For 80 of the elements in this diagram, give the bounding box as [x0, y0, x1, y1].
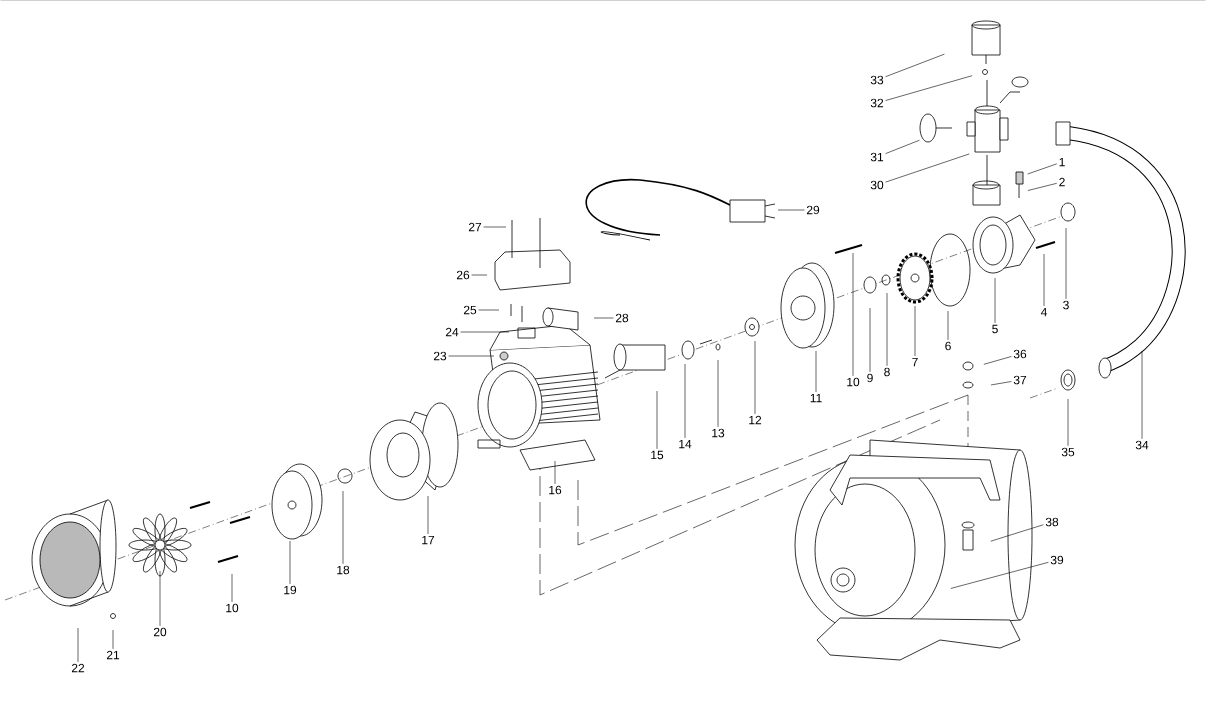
callout-number: 22	[71, 663, 85, 673]
callout-number: 23	[433, 351, 447, 361]
callout-number: 24	[445, 327, 459, 337]
leader-line	[159, 570, 161, 627]
leader-line	[289, 540, 291, 585]
leader-line	[754, 340, 756, 415]
callout-number: 28	[615, 313, 629, 323]
leader-line	[950, 562, 1049, 589]
callout-number: 36	[1013, 349, 1027, 359]
callout-number: 3	[1063, 300, 1069, 310]
leader-line	[231, 573, 233, 603]
leader-line	[1065, 227, 1067, 300]
leader-line	[990, 381, 1012, 386]
leader-line	[112, 629, 114, 650]
callout-number: 38	[1045, 517, 1059, 527]
callout-number: 32	[870, 98, 884, 108]
callout-number: 5	[992, 324, 998, 334]
leader-line	[886, 292, 888, 367]
callout-number: 8	[884, 367, 890, 377]
callout-number: 20	[153, 627, 167, 637]
leader-line	[427, 495, 429, 535]
leader-line	[478, 309, 500, 311]
callout-number: 29	[806, 205, 820, 215]
callout-number: 13	[712, 428, 725, 438]
callout-number: 15	[651, 450, 664, 460]
leader-line	[994, 277, 996, 324]
leader-line	[914, 305, 916, 357]
leader-line	[885, 153, 970, 183]
leader-line	[342, 490, 344, 565]
leader-line	[815, 350, 817, 393]
callout-number: 35	[1061, 447, 1075, 457]
callout-number: 31	[870, 152, 884, 162]
leader-line	[777, 209, 805, 211]
leader-line	[593, 317, 614, 319]
leader-line	[852, 252, 854, 377]
callout-number: 10	[226, 603, 239, 613]
leader-line	[990, 524, 1044, 542]
leader-line	[885, 139, 920, 154]
callout-number: 4	[1040, 307, 1047, 317]
callout-number: 19	[284, 585, 297, 595]
callout-number: 27	[468, 222, 482, 232]
callout-number: 33	[870, 75, 884, 85]
leader-line	[656, 390, 658, 450]
leader-line	[471, 274, 488, 276]
leader-line	[448, 355, 495, 357]
callout-number: 6	[945, 341, 951, 351]
leader-line	[554, 460, 556, 485]
callout-number: 9	[867, 373, 873, 383]
leader-line	[460, 331, 510, 333]
leader-line	[1043, 253, 1045, 307]
callout-number: 1	[1059, 157, 1065, 167]
leader-line	[885, 53, 945, 77]
callout-number: 37	[1013, 375, 1027, 385]
leader-line	[947, 310, 949, 341]
callout-number: 39	[1050, 555, 1064, 565]
leader-line	[885, 75, 973, 101]
callout-number: 25	[463, 305, 477, 315]
callout-number: 18	[337, 565, 350, 575]
callout-number: 21	[106, 650, 120, 660]
leader-line	[869, 307, 871, 373]
leader-line	[684, 363, 686, 439]
callout-number: 10	[847, 377, 860, 387]
callout-number: 7	[912, 357, 918, 367]
callout-number: 2	[1059, 177, 1065, 187]
leader-line	[1027, 163, 1058, 175]
callout-number: 17	[422, 535, 435, 545]
leader-line	[1141, 350, 1143, 440]
callout-number: 16	[549, 485, 562, 495]
callout-number: 26	[456, 270, 470, 280]
leader-line	[983, 356, 1012, 365]
leader-line	[77, 627, 79, 663]
leader-line	[1027, 183, 1058, 191]
leader-line	[717, 359, 719, 428]
callout-number: 14	[679, 439, 692, 449]
callout-number: 34	[1135, 440, 1149, 450]
callout-number: 30	[870, 180, 884, 190]
leader-line	[1067, 398, 1069, 447]
leader-line	[483, 226, 507, 228]
callout-number: 11	[810, 393, 822, 403]
callout-number: 12	[749, 415, 762, 425]
